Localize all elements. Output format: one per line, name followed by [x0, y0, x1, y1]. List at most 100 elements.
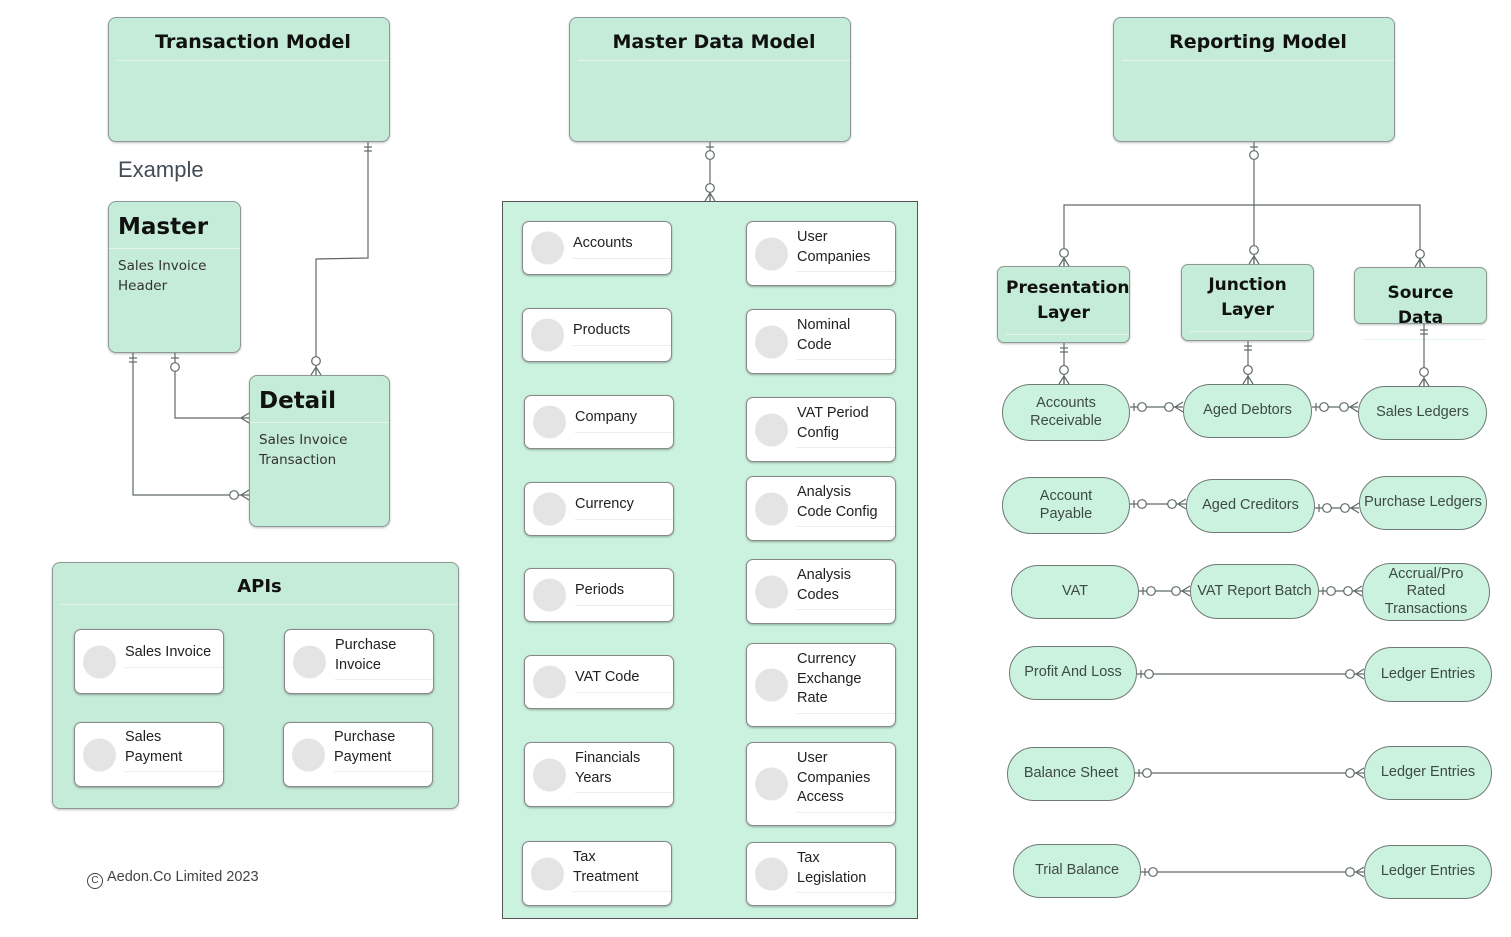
presentation-entity-pill[interactable]: Trial Balance [1013, 844, 1141, 898]
master-data-card[interactable]: Analysis Codes [746, 559, 896, 624]
optional-marker-icon [1137, 402, 1147, 412]
entity-card-label: Nominal Code [797, 316, 895, 360]
optional-marker-icon [1148, 867, 1158, 877]
master-description: Sales Invoice Header [118, 258, 207, 294]
master-data-card[interactable]: Analysis Code Config [746, 476, 896, 541]
many-marker-icon [1354, 767, 1365, 779]
master-data-card[interactable]: Currency Exchange Rate [746, 643, 896, 727]
entity-card-label: VAT Code [575, 668, 673, 693]
transaction-model-title: Transaction Model [117, 18, 389, 61]
entity-card-label: User Companies [797, 228, 895, 272]
entity-avatar-icon [531, 231, 564, 265]
many-marker-icon [1354, 866, 1365, 878]
master-data-card[interactable]: Tax Treatment [522, 841, 672, 906]
junction-entity-pill[interactable]: VAT Report Batch [1190, 564, 1319, 619]
entity-avatar-icon [292, 738, 325, 771]
optional-marker-icon [705, 150, 715, 160]
reporting-model-entity[interactable]: Reporting Model [1113, 17, 1395, 142]
entity-avatar-icon [533, 492, 566, 526]
api-card-sales-payment[interactable]: Sales Payment [74, 722, 224, 787]
optional-marker-icon [1144, 669, 1154, 679]
many-marker-icon [1348, 401, 1359, 413]
presentation-layer-entity[interactable]: Presentation Layer [997, 266, 1130, 343]
presentation-entity-pill[interactable]: VAT [1011, 565, 1139, 619]
api-card-label: Sales Invoice [125, 643, 223, 668]
source-entity-pill[interactable]: Ledger Entries [1364, 845, 1492, 899]
entity-card-label: Accounts [573, 234, 671, 259]
source-entity-pill[interactable]: Purchase Ledgers [1359, 476, 1487, 530]
presentation-entity-pill[interactable]: Profit And Loss [1009, 646, 1137, 700]
many-marker-icon [1176, 498, 1187, 510]
master-data-model-title: Master Data Model [578, 18, 850, 61]
master-data-card[interactable]: Nominal Code [746, 309, 896, 374]
entity-avatar-icon [755, 492, 788, 525]
master-data-card[interactable]: Products [522, 308, 672, 362]
apis-title: APIs [61, 563, 458, 605]
optional-marker-icon [1326, 586, 1336, 596]
master-data-card[interactable]: User Companies [746, 221, 896, 286]
entity-card-label: VAT Period Config [797, 404, 895, 448]
detail-title: Detail [250, 376, 389, 423]
entity-card-label: Company [575, 408, 673, 433]
source-entity-pill[interactable]: Accrual/Pro Rated Transactions [1362, 563, 1490, 621]
master-data-card[interactable]: Accounts [522, 221, 672, 275]
many-marker-icon [1354, 668, 1365, 680]
entity-avatar-icon [533, 665, 566, 699]
many-marker-icon [1173, 401, 1184, 413]
optional-marker-icon [1340, 503, 1350, 513]
junction-layer-title: Junction Layer [1190, 273, 1313, 332]
optional-marker-icon [1419, 367, 1429, 377]
presentation-entity-pill[interactable]: Balance Sheet [1007, 747, 1135, 801]
entity-avatar-icon [755, 413, 788, 446]
master-data-card[interactable]: VAT Code [524, 655, 674, 709]
many-marker-icon [1352, 585, 1363, 597]
optional-marker-icon [1164, 402, 1174, 412]
detail-entity[interactable]: Detail Sales Invoice Transaction [249, 375, 390, 527]
master-data-card[interactable]: User Companies Access [746, 742, 896, 826]
source-entity-pill[interactable]: Sales Ledgers [1358, 386, 1487, 440]
api-card-purchase-payment[interactable]: Purchase Payment [283, 722, 433, 787]
optional-marker-icon [1146, 586, 1156, 596]
master-title: Master [109, 202, 240, 249]
master-data-card[interactable]: Financials Years [524, 742, 674, 807]
many-marker-icon [1242, 374, 1254, 385]
api-card-purchase-invoice[interactable]: Purchase Invoice [284, 629, 434, 694]
transaction-model-entity[interactable]: Transaction Model [108, 17, 390, 142]
many-marker-icon [239, 489, 250, 501]
master-data-card[interactable]: Company [524, 395, 674, 449]
optional-marker-icon [1322, 503, 1332, 513]
entity-avatar-icon [533, 758, 566, 791]
optional-marker-icon [1171, 586, 1181, 596]
copyright-text: Aedon.Co Limited 2023 [107, 869, 259, 885]
entity-avatar-icon [83, 738, 116, 771]
source-entity-pill[interactable]: Ledger Entries [1364, 746, 1492, 800]
master-data-model-entity[interactable]: Master Data Model [569, 17, 851, 142]
many-marker-icon [1058, 374, 1070, 385]
entity-avatar-icon [531, 318, 564, 352]
api-card-label: Purchase Payment [334, 728, 432, 772]
master-data-card[interactable]: VAT Period Config [746, 397, 896, 462]
reporting-model-title: Reporting Model [1122, 18, 1394, 61]
api-card-sales-invoice[interactable]: Sales Invoice [74, 629, 224, 694]
junction-entity-pill[interactable]: Aged Creditors [1186, 479, 1315, 533]
optional-marker-icon [1059, 248, 1069, 258]
presentation-entity-pill[interactable]: Accounts Receivable [1002, 384, 1130, 441]
optional-marker-icon [311, 356, 321, 366]
many-marker-icon [1418, 376, 1430, 387]
junction-entity-pill[interactable]: Aged Debtors [1183, 384, 1312, 438]
master-data-card[interactable]: Currency [524, 482, 674, 536]
connector-line [1063, 204, 1421, 267]
master-data-card[interactable]: Tax Legislation [746, 842, 896, 906]
junction-layer-entity[interactable]: Junction Layer [1181, 264, 1314, 341]
presentation-entity-pill[interactable]: Account Payable [1002, 477, 1130, 534]
source-data-entity[interactable]: Source Data [1354, 267, 1487, 340]
master-entity[interactable]: Master Sales Invoice Header [108, 201, 241, 353]
source-entity-pill[interactable]: Ledger Entries [1364, 647, 1492, 702]
entity-card-label: User Companies Access [797, 749, 895, 813]
connector-line [132, 353, 249, 496]
entity-avatar-icon [533, 578, 566, 612]
master-data-card[interactable]: Periods [524, 568, 674, 622]
api-card-label: Sales Payment [125, 728, 223, 772]
optional-marker-icon [1339, 402, 1349, 412]
example-label: Example [118, 157, 204, 182]
